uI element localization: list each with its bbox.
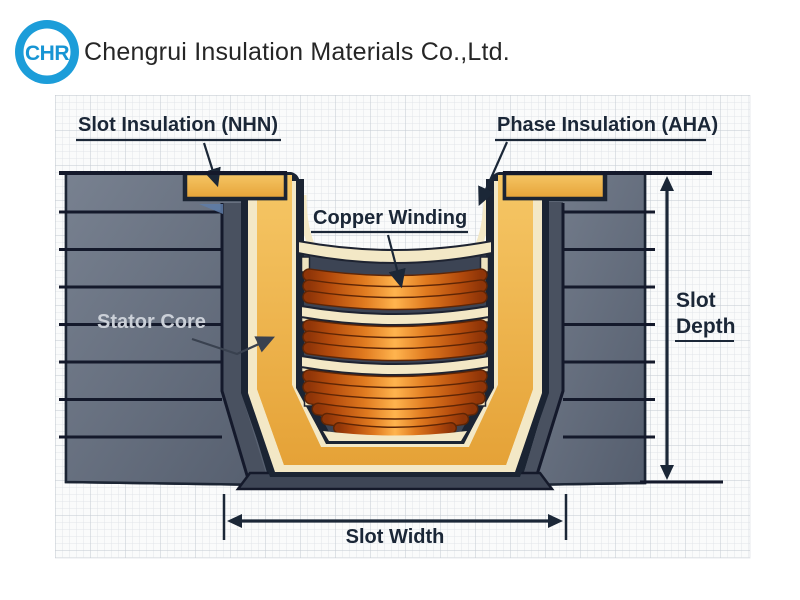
phase-insulation-label: Phase Insulation (AHA) (497, 114, 718, 136)
copper-winding-arrow (386, 234, 406, 289)
stator-slot-diagram: Slot Insulation (NHN) Phase Insulation (… (55, 95, 751, 559)
coil-group-1 (302, 268, 488, 311)
phase-insulation-arrow (478, 141, 509, 207)
phase-insulation-band-2 (300, 354, 490, 376)
phase-insulation-top-band (297, 239, 493, 264)
copper-winding-group (297, 239, 493, 441)
slot-depth-label-line1: Slot (676, 289, 716, 312)
slot-depth-dimension: Slot Depth (59, 171, 736, 484)
slot-width-dimension: Slot Width (222, 494, 568, 548)
stator-core-left (59, 171, 274, 487)
liner-bottom-band (323, 431, 467, 441)
laminations-left (59, 210, 222, 439)
core-face-left (222, 203, 268, 480)
core-face-right (521, 202, 563, 482)
callouts: Slot Insulation (NHN) Phase Insulation (… (76, 114, 718, 356)
flange-shadow (199, 204, 223, 214)
stator-core-arrow (191, 336, 276, 356)
header: CHR Chengrui Insulation Materials Co.,Lt… (0, 0, 800, 95)
slot-insulation-label: Slot Insulation (NHN) (78, 114, 278, 136)
slot-insulation-arrow (202, 142, 221, 188)
coil-group-2 (302, 319, 488, 362)
depth-arrowhead-bottom (660, 465, 674, 480)
company-name: Chengrui Insulation Materials Co.,Ltd. (84, 38, 510, 66)
slot-width-label: Slot Width (346, 526, 445, 548)
coil-group-3 (302, 369, 488, 439)
company-logo: CHR (15, 20, 79, 84)
phase-insulation-band-1 (300, 304, 490, 326)
width-arrowhead-left (227, 514, 242, 528)
laminations-right (563, 210, 655, 439)
depth-arrowhead-top (660, 176, 674, 191)
logo-text: CHR (25, 42, 69, 65)
stator-core-label: Stator Core (97, 311, 206, 333)
slot-depth-label-line2: Depth (676, 315, 736, 338)
slot-insulation-liner (183, 171, 607, 477)
copper-winding-label: Copper Winding (313, 207, 467, 229)
width-arrowhead-right (548, 514, 563, 528)
